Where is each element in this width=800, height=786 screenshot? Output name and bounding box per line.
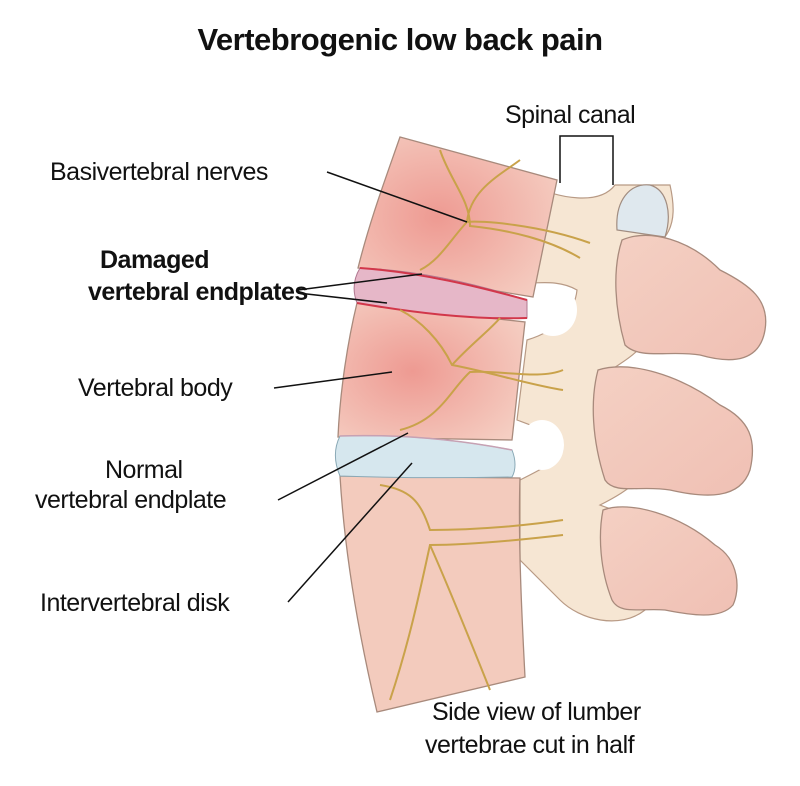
label-vertebral-body: Vertebral body [78, 374, 233, 402]
spinal-canal-bracket [559, 135, 614, 185]
caption-line2: vertebrae cut in half [425, 731, 635, 759]
label-intervertebral-disk: Intervertebral disk [40, 589, 230, 617]
spinous-process-bottom [599, 506, 738, 616]
basivertebral-nerves [379, 149, 591, 701]
leader-damaged-endplate-upper [297, 273, 423, 291]
label-damaged-line2: vertebral endplates [88, 278, 308, 306]
intervertebral-foramen [529, 284, 577, 336]
spinous-process-top [615, 234, 767, 361]
label-basivertebral-nerves: Basivertebral nerves [50, 158, 268, 186]
normal-endplate [339, 434, 513, 451]
spinous-process-middle [592, 366, 754, 496]
intervertebral-foramen [520, 420, 564, 470]
vertebral-body-bottom [339, 475, 526, 713]
label-normal-line2: vertebral endplate [35, 486, 227, 514]
leader-normal-endplate [277, 432, 409, 501]
leader-basivertebral-nerves [326, 171, 468, 223]
facet-cartilage [616, 184, 669, 238]
leader-vertebral-body [273, 371, 393, 389]
damaged-endplate-upper [359, 267, 528, 301]
leader-damaged-endplate-lower [297, 292, 388, 304]
damaged-endplate-lower [356, 302, 528, 320]
label-normal-line1: Normal [105, 456, 183, 484]
leader-intervertebral-disk [287, 462, 413, 603]
label-spinal-canal: Spinal canal [505, 101, 636, 129]
diagram-title: Vertebrogenic low back pain [197, 22, 603, 57]
caption-line1: Side view of lumber [432, 698, 641, 726]
label-damaged-line1: Damaged [100, 246, 210, 274]
